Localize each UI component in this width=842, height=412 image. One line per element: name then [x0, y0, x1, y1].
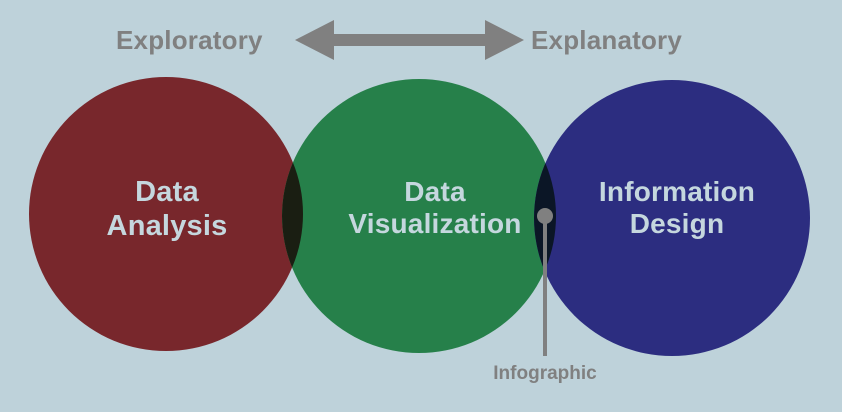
circle-information-design[interactable] — [534, 80, 810, 356]
circle-data-visualization[interactable] — [282, 79, 556, 353]
double-headed-arrow-icon — [295, 20, 524, 60]
circle-label-data-visualization: Data Visualization — [348, 176, 522, 240]
axis-label-exploratory: Exploratory — [116, 25, 263, 55]
circle-label-data-analysis: Data Analysis — [106, 176, 228, 242]
axis-label-explanatory: Explanatory — [531, 25, 683, 55]
circle-data-analysis[interactable] — [29, 77, 303, 351]
infographic-marker-dot — [537, 208, 553, 224]
circle-label-information-design: Information Design — [598, 176, 756, 240]
callout-label-infographic: Infographic — [493, 363, 597, 384]
infographic-callout-leader — [537, 208, 553, 356]
